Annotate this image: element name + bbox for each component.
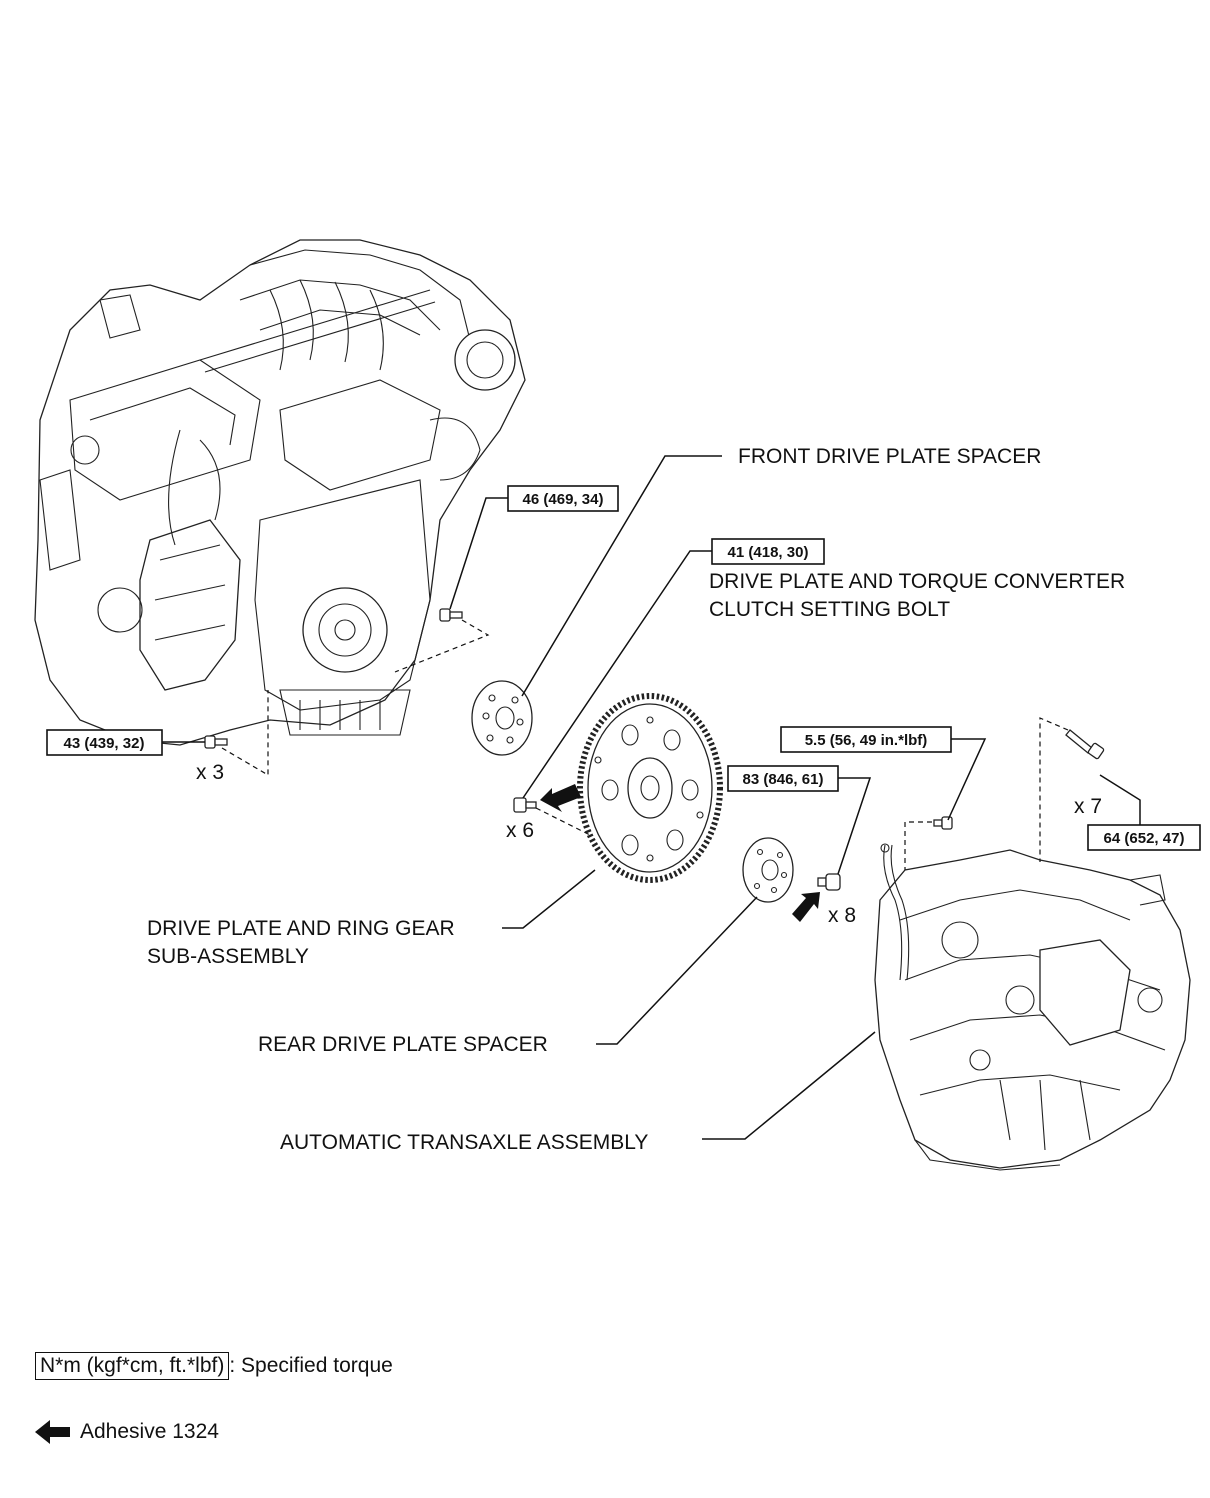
- legend-torque-desc: : Specified torque: [229, 1354, 393, 1377]
- legend-torque-unit: N*m (kgf*cm, ft.*lbf): [35, 1352, 230, 1380]
- label-automatic-transaxle: AUTOMATIC TRANSAXLE ASSEMBLY: [280, 1131, 648, 1154]
- label-setting-bolt-line2: CLUTCH SETTING BOLT: [709, 598, 950, 621]
- qty-x8: x 8: [828, 904, 856, 927]
- leader-64: [1099, 774, 1141, 825]
- rear-drive-plate-spacer-illustration: [742, 837, 794, 903]
- torque-64: 64 (652, 47): [1104, 830, 1185, 847]
- torque-83: 83 (846, 61): [743, 771, 824, 788]
- torque-box-43: 43 (439, 32): [46, 729, 163, 756]
- dashed-64: [1039, 717, 1069, 862]
- adhesive-arrow-icon: [792, 892, 820, 922]
- torque-46: 46 (469, 34): [523, 491, 604, 508]
- qty-x7: x 7: [1074, 795, 1102, 818]
- adhesive-legend-arrow-icon: [35, 1420, 70, 1444]
- setting-bolt-icon: [513, 797, 537, 813]
- bolt-46-icon: [439, 608, 463, 622]
- leader-drive-plate: [502, 869, 596, 929]
- leader-rear-spacer: [596, 896, 758, 1045]
- bolt-64-icon: [1065, 729, 1105, 760]
- label-drive-plate-line2: SUB-ASSEMBLY: [147, 945, 309, 968]
- torque-box-46: 46 (469, 34): [507, 485, 619, 512]
- torque-5-5: 5.5 (56, 49 in.*lbf): [805, 732, 928, 749]
- automatic-transaxle-illustration: [874, 843, 1191, 1171]
- dashed-5-5: [904, 821, 932, 870]
- leader-83: [837, 777, 872, 875]
- dashed-43: [221, 690, 269, 777]
- dashed-6: [535, 807, 591, 836]
- leader-5-5: [947, 738, 987, 821]
- torque-box-5-5: 5.5 (56, 49 in.*lbf): [780, 726, 952, 753]
- leader-transaxle: [702, 1031, 876, 1140]
- label-drive-plate-line1: DRIVE PLATE AND RING GEAR: [147, 917, 455, 940]
- dashed-46: [394, 619, 490, 673]
- label-front-drive-plate-spacer: FRONT DRIVE PLATE SPACER: [738, 445, 1041, 468]
- legend-adhesive-label: Adhesive 1324: [80, 1420, 219, 1443]
- torque-41: 41 (418, 30): [728, 544, 809, 561]
- torque-box-41: 41 (418, 30): [711, 538, 825, 565]
- engine-assembly-illustration: [34, 239, 526, 746]
- torque-box-64: 64 (652, 47): [1087, 824, 1201, 851]
- legend-adhesive: Adhesive 1324: [80, 1420, 219, 1444]
- leader-front-spacer: [521, 455, 722, 697]
- torque-43: 43 (439, 32): [64, 735, 145, 752]
- front-drive-plate-spacer-illustration: [471, 680, 533, 756]
- qty-x6: x 6: [506, 819, 534, 842]
- torque-box-83: 83 (846, 61): [727, 765, 839, 792]
- torque-converter-bolt-icon: [817, 873, 841, 891]
- drive-plate-ring-gear-illustration: [577, 693, 723, 883]
- label-setting-bolt-line1: DRIVE PLATE AND TORQUE CONVERTER: [709, 570, 1125, 593]
- bolt-5-5-icon: [933, 816, 953, 830]
- legend-torque: N*m (kgf*cm, ft.*lbf): Specified torque: [35, 1352, 393, 1380]
- qty-x3: x 3: [196, 761, 224, 784]
- leader-46: [449, 497, 508, 610]
- leader-41: [522, 550, 712, 799]
- label-rear-drive-plate-spacer: REAR DRIVE PLATE SPACER: [258, 1033, 548, 1056]
- bolt-43-icon: [204, 735, 228, 749]
- adhesive-arrow-icon: [540, 784, 581, 812]
